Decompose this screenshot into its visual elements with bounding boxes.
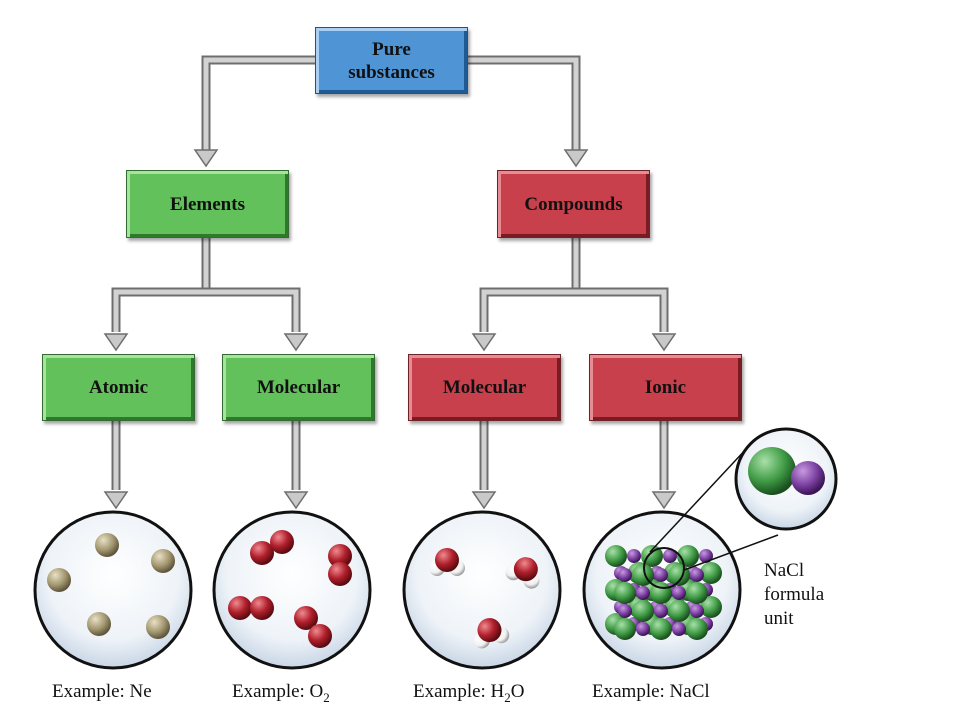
arrowhead-ionic xyxy=(651,333,677,352)
sodium-ion xyxy=(672,586,686,600)
chloride-ion xyxy=(700,596,722,618)
zoom-line-upper xyxy=(649,446,749,553)
sodium-ion xyxy=(690,568,704,582)
pure-substances-box: Pure substances xyxy=(315,27,468,94)
oxygen-atom xyxy=(477,618,502,643)
compounds-label: Compounds xyxy=(524,193,623,215)
compounds-box: Compounds xyxy=(497,170,650,238)
water-molecule xyxy=(429,548,465,576)
oxygen-atom xyxy=(435,548,459,572)
chloride-ion xyxy=(748,447,796,495)
molecular-element-label: Molecular xyxy=(256,377,341,398)
elements-label: Elements xyxy=(170,193,245,215)
sodium-ion xyxy=(690,604,704,618)
oxygen-atom xyxy=(328,544,352,568)
nacl-formula-unit-note: NaCl formula unit xyxy=(764,560,825,629)
water-molecule xyxy=(473,618,510,649)
chloride-ion xyxy=(686,582,708,604)
sodium-ion xyxy=(618,568,632,582)
chloride-ion xyxy=(700,562,722,584)
arrowhead-molecular-element-sample xyxy=(283,491,309,510)
example-o2-caption: Example: O2 xyxy=(232,681,330,705)
sodium-ion xyxy=(699,549,713,563)
arrowhead-compounds xyxy=(563,149,589,168)
oxygen-atom xyxy=(250,596,274,620)
sodium-ion xyxy=(654,604,668,618)
sodium-ion xyxy=(663,549,677,563)
elements-box: Elements xyxy=(126,170,289,238)
neon-atom xyxy=(47,568,71,592)
sample-circles xyxy=(33,510,742,670)
oxygen-atom xyxy=(328,562,352,586)
atomic-box: Atomic xyxy=(42,354,195,421)
sodium-ion xyxy=(627,549,641,563)
chloride-ion xyxy=(614,582,636,604)
neon-atom xyxy=(151,549,175,573)
zoom-line-lower xyxy=(683,534,779,571)
neon-atom xyxy=(146,615,170,639)
connector-compounds-branch xyxy=(479,287,669,332)
sodium-ion xyxy=(618,604,632,618)
pure-substances-label: Pure substances xyxy=(348,38,435,83)
arrowhead-atomic xyxy=(103,333,129,352)
example-ne-caption: Example: Ne xyxy=(52,681,152,702)
nacl-zoom-callout xyxy=(643,427,838,589)
example-nacl-caption: Example: NaCl xyxy=(592,681,710,702)
molecular-element-box: Molecular xyxy=(222,354,375,421)
sodium-ion xyxy=(636,622,650,636)
chloride-ion xyxy=(605,545,627,567)
oxygen-atom xyxy=(308,624,332,648)
nacl-formula-unit-model xyxy=(748,447,825,495)
sodium-ion xyxy=(672,622,686,636)
arrowhead-atomic-sample xyxy=(103,491,129,510)
arrowhead-molecular-compound xyxy=(471,333,497,352)
oxygen-atom xyxy=(513,557,538,582)
chloride-ion xyxy=(632,600,654,622)
chloride-ion xyxy=(641,545,663,567)
chloride-ion xyxy=(668,564,690,586)
chloride-ion xyxy=(650,618,672,640)
arrowhead-ionic-sample xyxy=(651,491,677,510)
connector-to-elements xyxy=(201,55,315,150)
chloride-ion xyxy=(668,600,690,622)
neon-atom xyxy=(95,533,119,557)
sodium-ion xyxy=(791,461,825,495)
chloride-ion xyxy=(614,618,636,640)
sodium-ion xyxy=(636,586,650,600)
ionic-label: Ionic xyxy=(644,377,687,398)
neon-atom xyxy=(87,612,111,636)
arrowhead-molecular-element xyxy=(283,333,309,352)
atomic-label: Atomic xyxy=(88,377,149,398)
connector-elements-branch xyxy=(111,287,301,332)
oxygen-atom xyxy=(294,606,318,630)
chloride-ion xyxy=(686,618,708,640)
oxygen-atom xyxy=(270,530,294,554)
molecular-compound-label: Molecular xyxy=(442,377,527,398)
water-molecule xyxy=(505,557,540,589)
arrowhead-elements xyxy=(193,149,219,168)
molecular-compound-box: Molecular xyxy=(408,354,561,421)
connector-to-compounds xyxy=(468,55,581,150)
arrowhead-molecular-compound-sample xyxy=(471,491,497,510)
oxygen-atom xyxy=(228,596,252,620)
sodium-ion xyxy=(654,568,668,582)
oxygen-atom xyxy=(250,541,274,565)
connector-arrows xyxy=(103,55,677,510)
example-h2o-caption: Example: H2O xyxy=(413,681,525,705)
ionic-box: Ionic xyxy=(589,354,742,421)
zoom-source-ring xyxy=(643,547,685,589)
